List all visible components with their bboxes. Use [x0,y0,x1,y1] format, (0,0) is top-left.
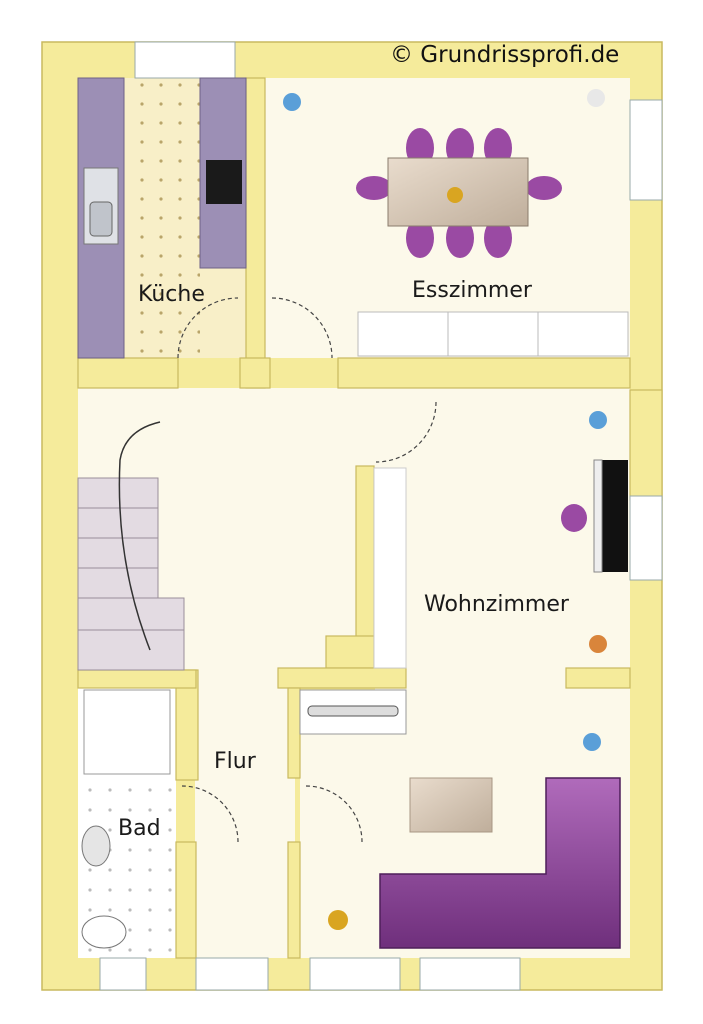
coffee-table [409,777,493,833]
tv [307,705,399,717]
plant-icons [283,89,607,930]
kitchen-floor-dots [125,78,200,358]
hall-lower-floor [195,670,295,958]
toilet [81,915,127,949]
sideboard [357,311,629,357]
door-swings [177,297,437,843]
room-label-bad: Bad [118,816,161,841]
kitchen-counters [77,77,247,359]
room-label-esszimmer: Esszimmer [412,278,532,303]
piano [561,459,628,573]
shower-tray [83,689,171,775]
windows [99,41,663,991]
room-label-wohnzimmer: Wohnzimmer [424,592,569,617]
copyright-text: © Grundrissprofi.de [390,42,620,68]
room-label-kueche: Küche [138,282,205,307]
wall-shelf [373,467,407,669]
interior-walls [77,77,663,959]
stair-arrow [118,421,161,651]
dining-set [356,128,562,258]
sink [81,825,111,867]
staircase [77,477,185,671]
room-label-flur: Flur [214,749,256,774]
corner-sofa [379,777,621,949]
